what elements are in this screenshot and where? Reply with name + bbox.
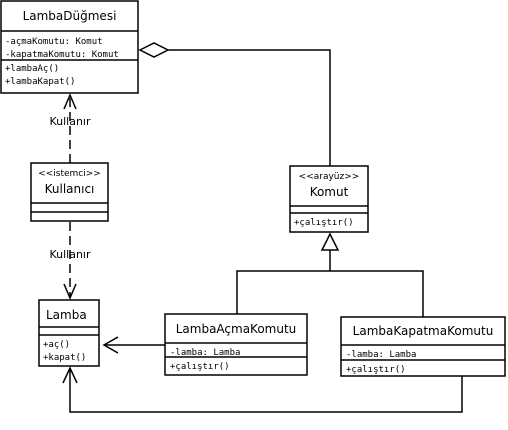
class-method: +lambaAç() [5, 64, 59, 74]
class-method: +kapat() [43, 353, 86, 363]
open-arrowhead [102, 336, 119, 354]
association-kapatma-lamba [62, 366, 463, 413]
relation-label-uses-lamba: Kullanır [49, 248, 91, 261]
class-lamba-acma-komutu[interactable]: LambaAçmaKomutu -lamba: Lamba +çalıştır(… [164, 313, 308, 376]
class-attribute: -kapatmaKomutu: Komut [5, 50, 119, 60]
class-attribute: -açmaKomutu: Komut [5, 37, 103, 47]
class-lamba-kapatma-komutu[interactable]: LambaKapatmaKomutu -lamba: Lamba +çalışt… [340, 316, 506, 377]
class-stereotype: <<istemci>> [38, 169, 101, 179]
class-name: LambaKapatmaKomutu [353, 324, 494, 338]
class-name: Lamba [46, 308, 87, 322]
class-method: +çalıştır() [170, 362, 230, 372]
class-kullanici[interactable]: <<istemci>> Kullanıcı [30, 162, 109, 222]
class-name: Komut [310, 185, 349, 199]
dependency-kullanici-dugme [63, 93, 77, 163]
association-acma-lamba [102, 336, 165, 354]
class-name: Kullanıcı [45, 182, 95, 196]
class-name: LambaDüğmesi [23, 9, 117, 23]
class-method: +lambaKapat() [5, 77, 75, 87]
class-name: LambaAçmaKomutu [176, 322, 297, 336]
class-lamba[interactable]: Lamba +aç() +kapat() [38, 299, 100, 367]
class-attribute: -lamba: Lamba [346, 350, 416, 360]
aggregation-connector [138, 42, 331, 166]
open-arrowhead [63, 93, 77, 110]
aggregation-diamond [138, 42, 170, 58]
class-method: +çalıştır() [294, 218, 354, 228]
inheritance-triangle [320, 232, 340, 251]
class-method: +aç() [43, 340, 70, 350]
class-komut[interactable]: <<arayüz>> Komut +çalıştır() [289, 165, 369, 233]
dependency-kullanici-lamba [63, 222, 77, 300]
class-stereotype: <<arayüz>> [299, 172, 360, 182]
class-lamba-dugmesi[interactable]: LambaDüğmesi -açmaKomutu: Komut -kapatma… [0, 0, 139, 94]
class-method: +çalıştır() [346, 365, 406, 375]
class-attribute: -lamba: Lamba [170, 348, 240, 358]
relation-label-uses-dugme: Kullanır [49, 115, 91, 128]
open-arrowhead [62, 366, 78, 384]
generalization-connector [236, 232, 424, 317]
open-arrowhead [63, 283, 77, 300]
